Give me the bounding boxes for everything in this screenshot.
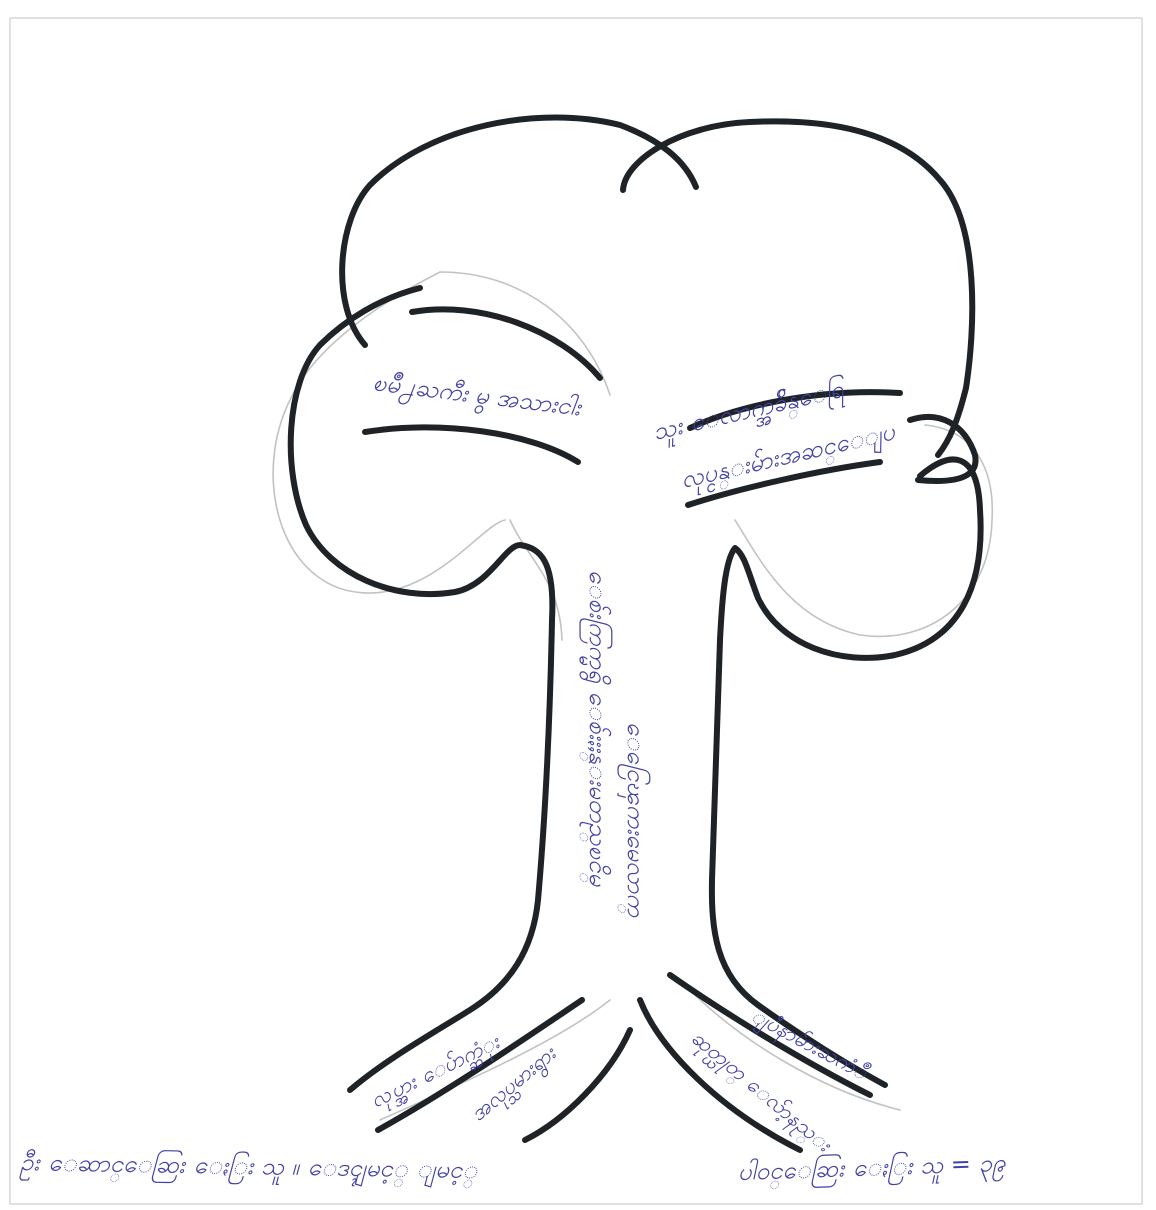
branch-left-upper bbox=[412, 309, 600, 378]
footer-facilitator: ဦး ေဆာင္ေဆြး ေႏြး သူ ။ ေဒၚျမင့္ ျမင့္ bbox=[19, 1147, 479, 1189]
trunk-left bbox=[350, 620, 552, 1090]
page-border bbox=[10, 18, 1142, 1204]
canopy-bottom-left bbox=[291, 288, 553, 620]
label-trunk-right: ေငြေၾကးမေလာက္ bbox=[617, 722, 651, 918]
label-trunk-left: ေစ်းကြက္မရွိ ေစ်းႏႈန္းမတည္ၿငိမ္ bbox=[579, 570, 613, 887]
pencil-sketch bbox=[273, 272, 992, 1120]
footer-participants: ပါ၀င္ေဆြး ေႏြး သူ = ၃၉ bbox=[737, 1148, 1006, 1191]
label-canopy-left-upper: ၿမိဳ႕ႀကီး မွ အသားငါး bbox=[371, 368, 585, 426]
branch-left-lower bbox=[365, 427, 578, 462]
canopy-left-lobe bbox=[342, 118, 696, 346]
tree-outline bbox=[291, 118, 981, 1091]
